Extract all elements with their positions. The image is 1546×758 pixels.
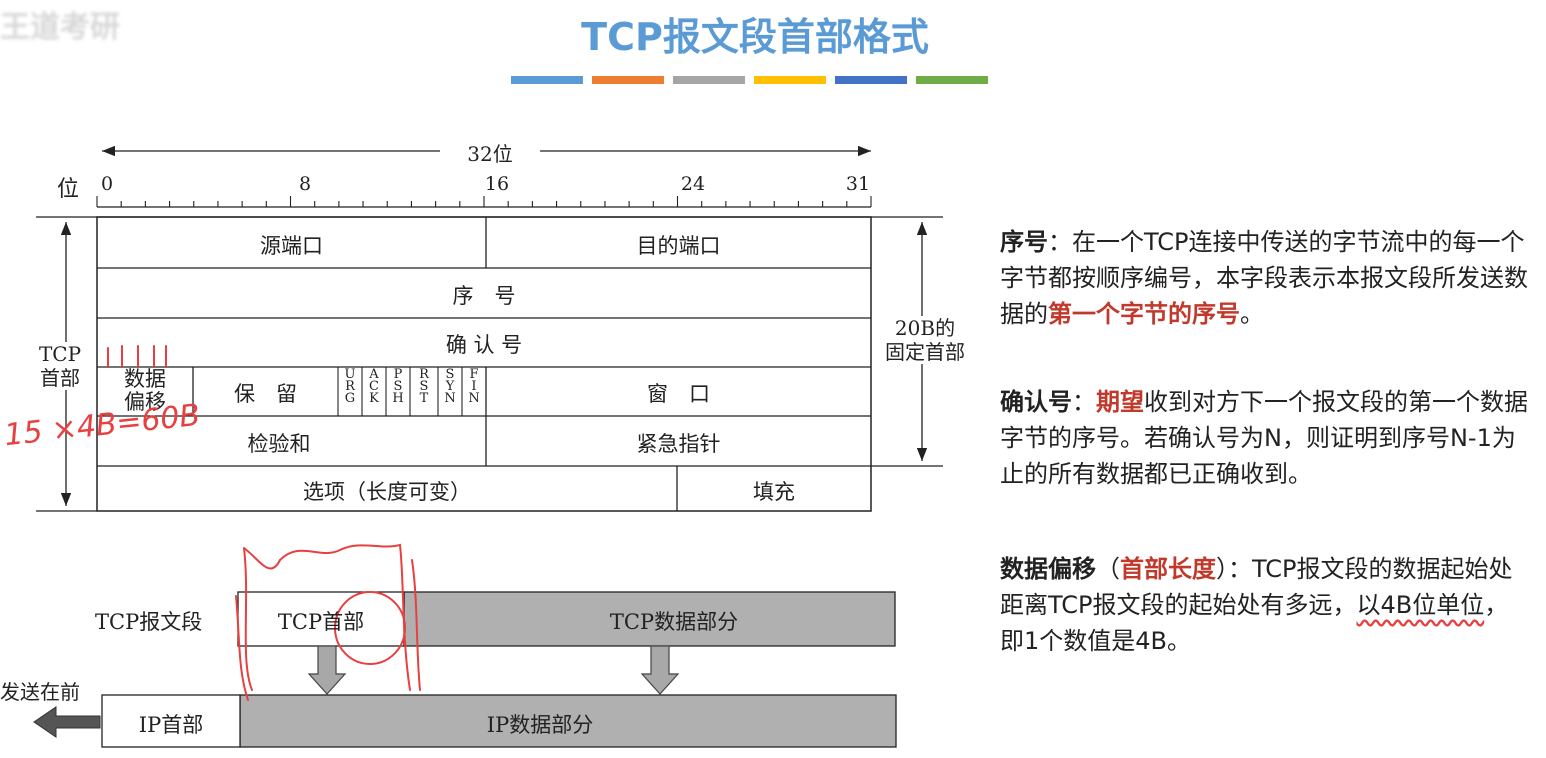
bit-tick-16: 16 [484, 173, 510, 195]
field-dst-port: 目的端口 [636, 234, 721, 258]
field-options: 选项（长度可变） [303, 480, 471, 504]
note-offset-term: 数据偏移 [1000, 555, 1096, 583]
fixed-header-side-label-1: 20B的 [894, 316, 956, 340]
note-ack-term: 确认号 [1000, 388, 1072, 416]
bit-axis-label: 位 [56, 177, 79, 202]
note-offset-text1: TCP报文段的数据起始处距离TCP报文段的起始处有多远， [1000, 555, 1513, 619]
ip-header-box-label: IP首部 [138, 713, 204, 737]
note-seq-text: 在一个TCP连接中传送的字节流中的每一个字节都按顺序编号，本字段表示本报文段所发… [1000, 228, 1528, 328]
header-table [96, 216, 872, 512]
note-seq-end: 。 [1240, 300, 1264, 328]
fixed-header-side-label-2: 固定首部 [885, 340, 965, 364]
title-color-bar [673, 76, 745, 84]
note-ack-highlight: 期望 [1096, 388, 1144, 416]
note-offset-paren-open: （ [1096, 555, 1120, 583]
tcp-data-box-label: TCP数据部分 [609, 610, 739, 634]
bit-tick-31: 31 [845, 173, 871, 195]
tcp-data-box [403, 591, 896, 647]
field-checksum: 检验和 [247, 432, 311, 456]
bit-tick-24: 24 [680, 173, 706, 195]
bit-tick-0: 0 [100, 173, 114, 195]
field-data-offset-2: 偏移 [124, 390, 166, 414]
field-seq: 序 号 [452, 284, 516, 308]
fixed-header-side-label: 20B的 固定首部 [875, 316, 975, 364]
note-ack-colon: ： [1072, 388, 1096, 416]
bit-tick-8: 8 [298, 173, 312, 195]
bit-ruler-ticks [96, 196, 872, 207]
note-ack-text: 收到对方下一个报文段的第一个数据字节的序号。若确认号为N，则证明到序号N-1为止… [1000, 388, 1528, 488]
tcp-header-side-label-1: TCP [38, 342, 82, 366]
tcp-header-side-label-2: 首部 [40, 366, 80, 390]
ip-data-box-label: IP数据部分 [486, 713, 594, 737]
title-color-bar [754, 76, 826, 84]
field-padding: 填充 [753, 480, 795, 504]
note-seq-highlight: 第一个字节的序号 [1048, 300, 1240, 328]
tcp-segment-label: TCP报文段 [95, 610, 203, 634]
flag-dividers [337, 367, 463, 416]
bits-width-label: 32位 [440, 138, 540, 167]
ip-data-box [239, 694, 897, 748]
note-offset-highlight: 首部长度 [1120, 555, 1216, 583]
header-down-arrow [307, 645, 347, 695]
tcp-header-box [237, 591, 405, 647]
title-color-bar [511, 76, 583, 84]
note-sequence-number: 序号：在一个TCP连接中传送的字节流中的每一个字节都按顺序编号，本字段表示本报文… [1000, 224, 1530, 332]
note-offset-text2: ，即1个数值是4B。 [1000, 591, 1509, 655]
page-title: TCP报文段首部格式 [581, 15, 929, 59]
send-first-label: 发送在前 [0, 680, 80, 704]
field-ack: 确 认 号 [445, 333, 523, 357]
ip-header-box [101, 694, 241, 748]
field-urgent-pointer: 紧急指针 [636, 432, 721, 456]
data-down-arrow [640, 645, 680, 695]
title-color-bar [835, 76, 907, 84]
field-src-port: 源端口 [260, 234, 323, 258]
tcp-header-box-label: TCP首部 [277, 610, 365, 634]
note-seq-colon: ： [1048, 228, 1072, 256]
watermark-logo: 王道考研 [0, 10, 120, 45]
note-offset-colon: ： [1228, 555, 1252, 583]
note-offset-underlined: 以4B位单位 [1356, 591, 1485, 619]
send-first-arrow [33, 706, 101, 738]
title-color-bar [916, 76, 988, 84]
note-seq-term: 序号 [1000, 228, 1048, 256]
tcp-header-side-label: TCP 首部 [30, 342, 90, 390]
title-color-bar [592, 76, 664, 84]
handwritten-annotations [107, 345, 421, 701]
field-window: 窗 口 [647, 382, 710, 406]
note-offset-paren-close: ） [1216, 555, 1228, 583]
field-data-offset-1: 数据 [124, 367, 166, 391]
note-ack-number: 确认号：期望收到对方下一个报文段的第一个数据字节的序号。若确认号为N，则证明到序… [1000, 384, 1530, 492]
field-data-offset: 数据 偏移 [97, 368, 193, 414]
field-reserved: 保 留 [234, 382, 297, 406]
note-data-offset: 数据偏移（首部长度）：TCP报文段的数据起始处距离TCP报文段的起始处有多远，以… [1000, 551, 1530, 659]
